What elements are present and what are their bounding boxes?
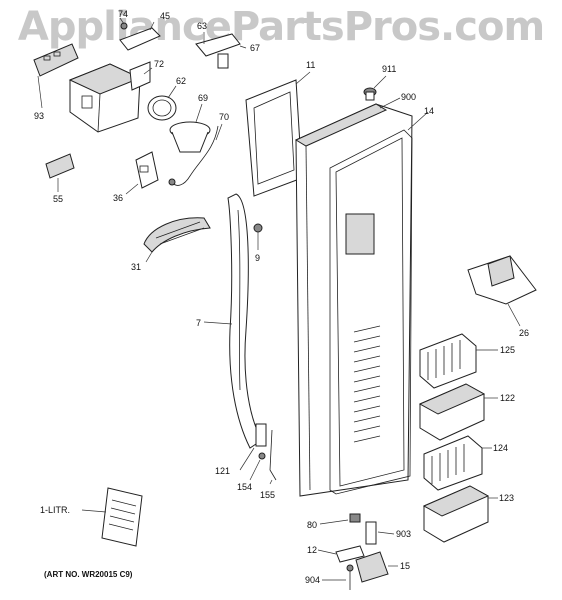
label-122: 122: [500, 393, 515, 403]
art-number: (ART NO. WR20015 C9): [44, 570, 133, 579]
label-911: 911: [382, 64, 396, 74]
door-liner-detail: [345, 213, 381, 443]
part-dispenser-housing: [68, 17, 161, 133]
label-80: 80: [307, 520, 317, 530]
label-72: 72: [154, 59, 164, 69]
label-1-litr: 1-LITR.: [40, 505, 70, 515]
label-93: 93: [34, 111, 44, 121]
label-155: 155: [260, 490, 275, 500]
part-63-67-bracket: [195, 32, 247, 69]
label-36: 36: [113, 193, 123, 203]
label-26: 26: [519, 328, 529, 338]
part-31-grille: [143, 217, 211, 263]
label-45: 45: [160, 11, 170, 21]
part-70-actuator: [168, 123, 223, 186]
label-31: 31: [131, 262, 141, 272]
part-124-wire-bin: [423, 435, 492, 491]
label-903: 903: [396, 529, 411, 539]
part-69-funnel: [169, 103, 211, 153]
part-62-ring: [147, 85, 177, 121]
label-900: 900: [401, 92, 416, 102]
label-121: 121: [215, 466, 230, 476]
part-122-door-bin: [418, 383, 498, 441]
label-55: 55: [53, 194, 63, 204]
part-lower-hardware: [317, 513, 398, 590]
watermark: AppliancePartsPros.com: [17, 4, 545, 50]
label-11: 11: [306, 60, 315, 70]
part-900-door: [294, 97, 413, 497]
part-26-cover: [467, 255, 537, 327]
label-74: 74: [118, 9, 128, 19]
part-36-bracket: [125, 151, 159, 195]
part-7-handle: [203, 193, 263, 449]
label-7: 7: [196, 318, 201, 328]
label-904: 904: [305, 575, 320, 585]
label-125: 125: [500, 345, 515, 355]
part-1-litr-manual: [81, 487, 143, 547]
part-911-cap: [363, 75, 387, 101]
label-67: 67: [250, 43, 260, 53]
label-62: 62: [176, 76, 186, 86]
part-121-154-155-fasteners: [239, 423, 277, 485]
part-125-wire-bin: [419, 333, 498, 389]
label-15: 15: [400, 561, 410, 571]
label-12: 12: [307, 545, 317, 555]
label-69: 69: [198, 93, 208, 103]
callout-labels: 74 45 63 67 93 72 62 69 70 11 911 900 14…: [34, 9, 529, 585]
part-123-door-bin: [422, 485, 498, 543]
label-63: 63: [197, 21, 207, 31]
label-9: 9: [255, 253, 260, 263]
part-93-control-panel: [33, 43, 79, 109]
part-14-gasket: [329, 111, 429, 495]
part-55-switch: [45, 153, 75, 192]
label-123: 123: [499, 493, 514, 503]
label-154: 154: [237, 482, 252, 492]
label-14: 14: [424, 106, 434, 116]
part-9-screw: [253, 223, 263, 250]
label-124: 124: [493, 443, 508, 453]
label-70: 70: [219, 112, 229, 122]
